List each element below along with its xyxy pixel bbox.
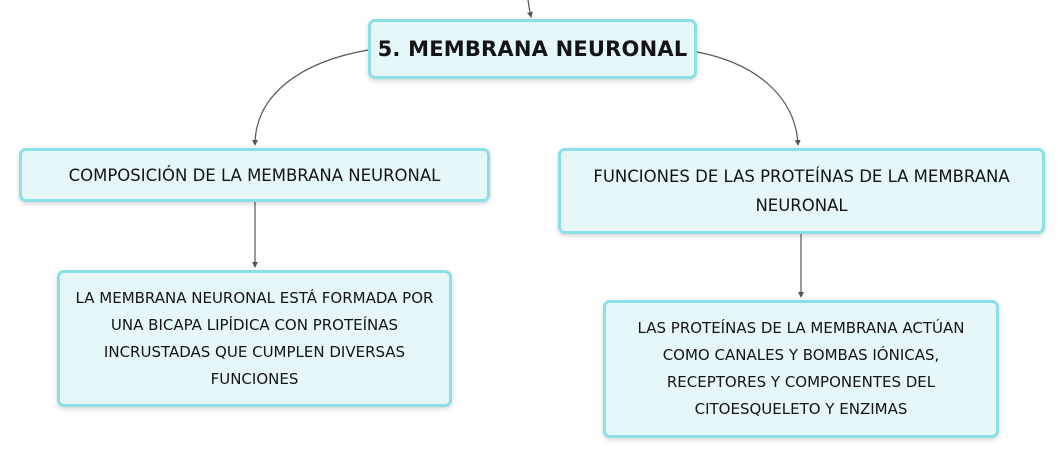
root-topic-node[interactable]: 5. MEMBRANA NEURONAL xyxy=(368,19,697,79)
subtopic-composicion-detail-node[interactable]: LA MEMBRANA NEURONAL ESTÁ FORMADA POR UN… xyxy=(57,270,452,407)
connector-root-to-composicion xyxy=(252,49,369,146)
topic-composicion-label: COMPOSICIÓN DE LA MEMBRANA NEURONAL xyxy=(68,165,441,185)
subtopic-funciones-detail-label: LAS PROTEÍNAS DE LA MEMBRANA ACTÚAN COMO… xyxy=(637,319,965,418)
subtopic-funciones-detail-node[interactable]: LAS PROTEÍNAS DE LA MEMBRANA ACTÚAN COMO… xyxy=(603,300,999,438)
topic-funciones-node[interactable]: FUNCIONES DE LAS PROTEÍNAS DE LA MEMBRAN… xyxy=(558,148,1045,234)
connector-root-to-funciones xyxy=(696,51,801,146)
root-topic-label: 5. MEMBRANA NEURONAL xyxy=(377,37,688,61)
topic-composicion-node[interactable]: COMPOSICIÓN DE LA MEMBRANA NEURONAL xyxy=(19,148,490,202)
subtopic-composicion-detail-label: LA MEMBRANA NEURONAL ESTÁ FORMADA POR UN… xyxy=(75,288,434,388)
topic-funciones-label: FUNCIONES DE LAS PROTEÍNAS DE LA MEMBRAN… xyxy=(593,167,1010,215)
incoming-connector xyxy=(526,0,533,18)
